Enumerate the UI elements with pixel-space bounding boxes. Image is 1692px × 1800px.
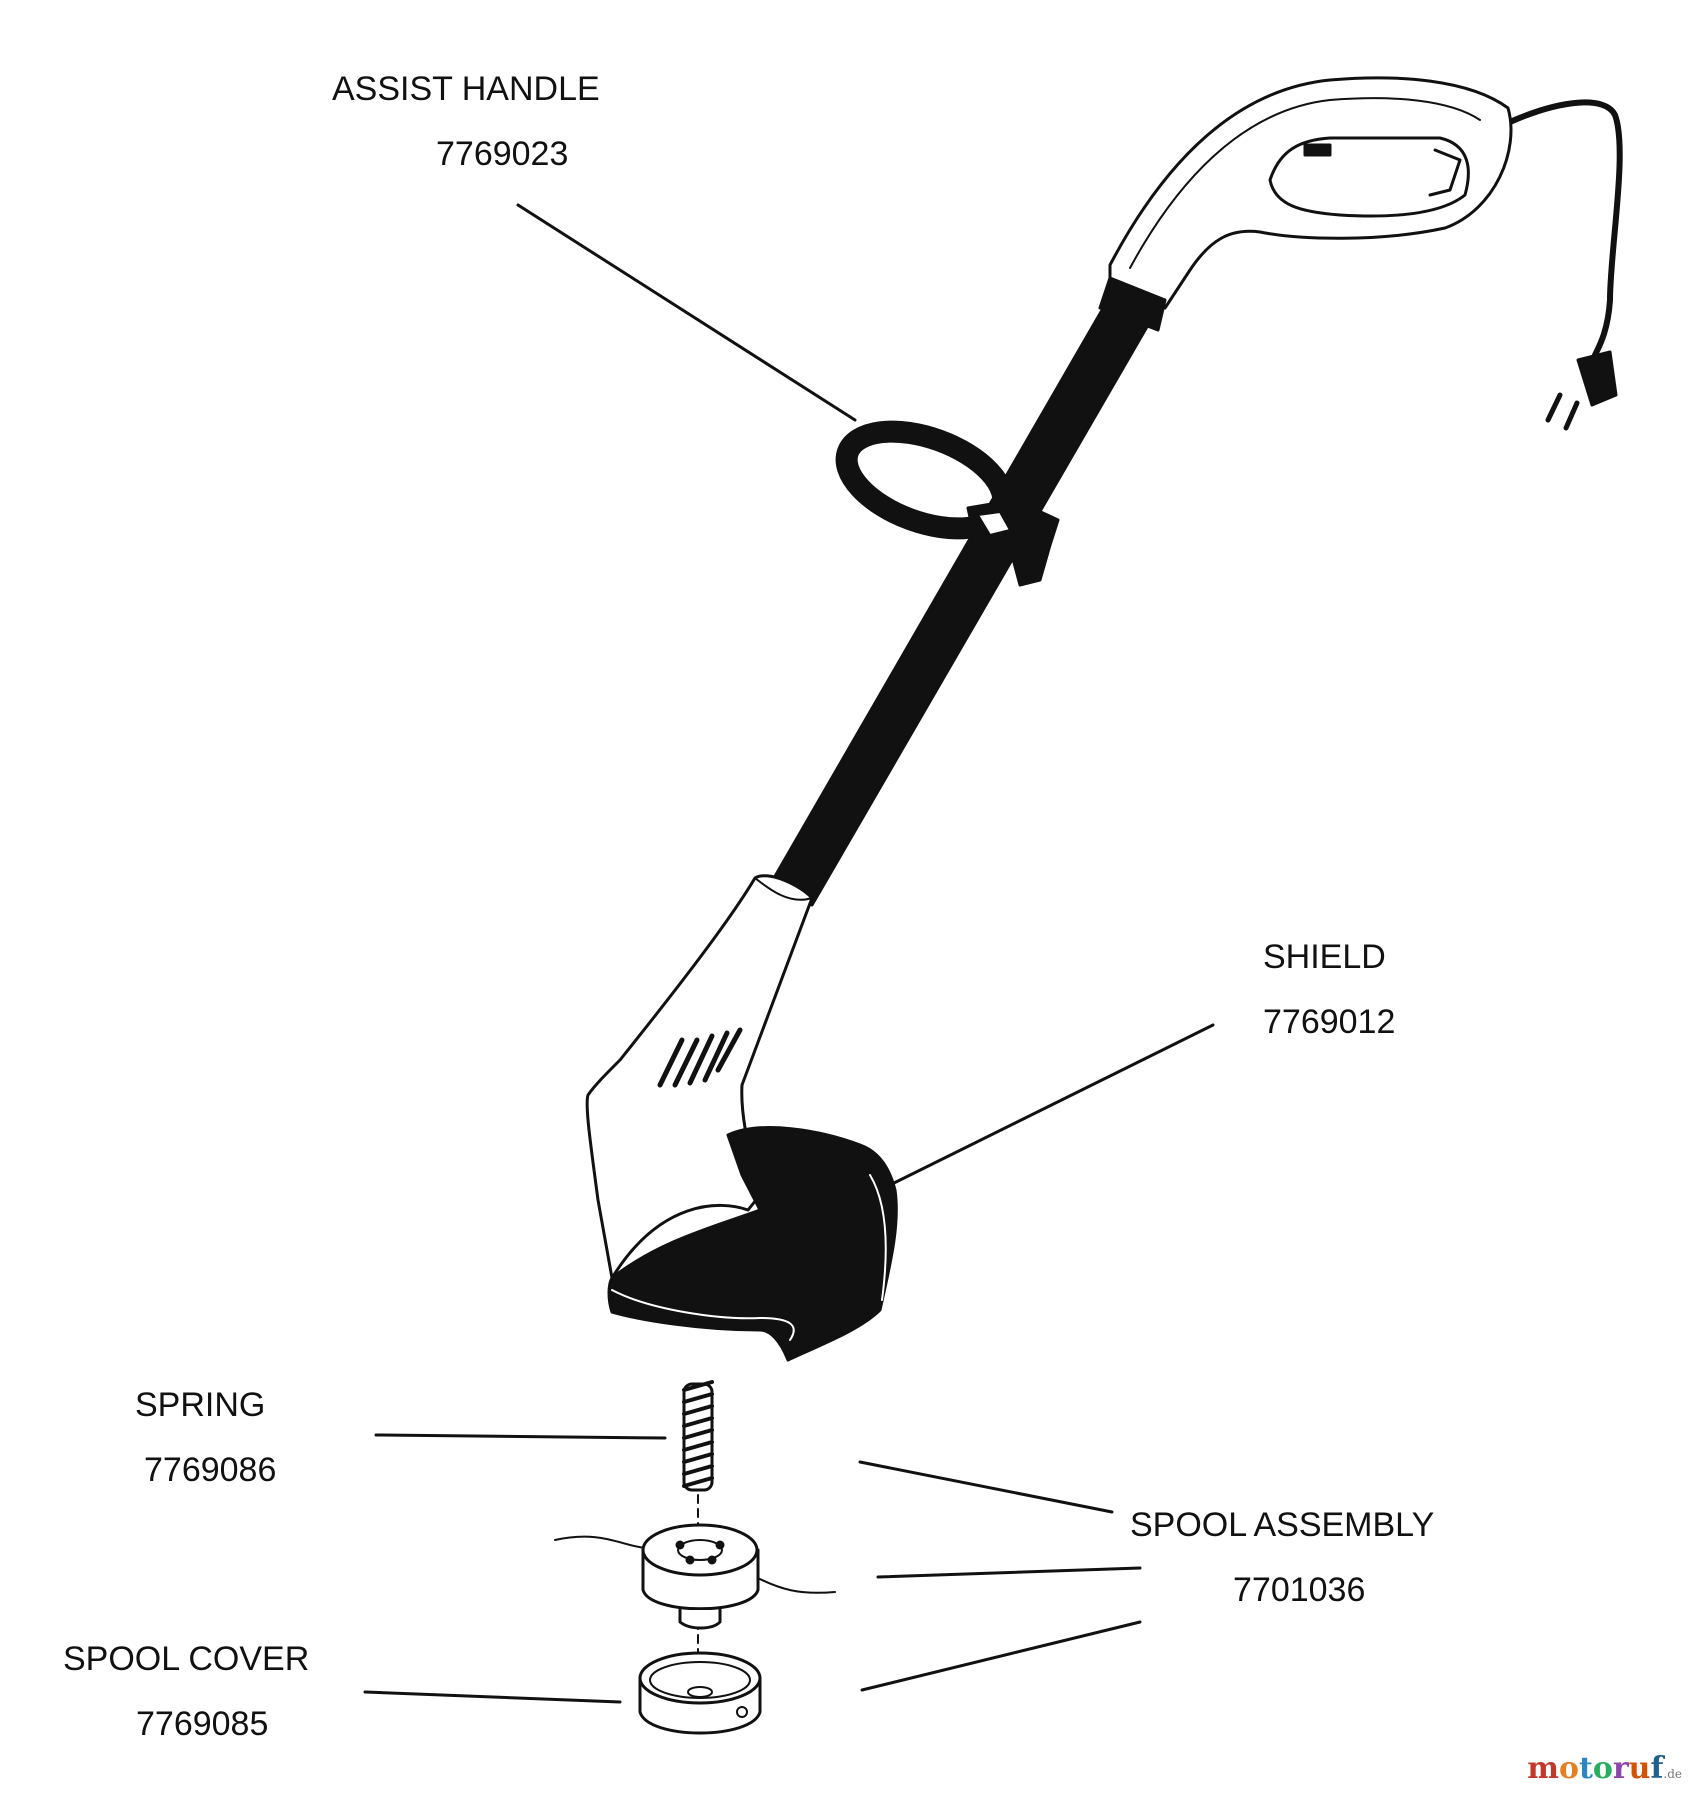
leader-spool-cover (363, 1690, 622, 1704)
watermark-letter: f (1650, 1751, 1664, 1786)
leader-spool-assembly-2 (876, 1566, 1142, 1579)
leader-spool-assembly-3 (860, 1620, 1142, 1692)
spool-assembly-label: SPOOL ASSEMBLY (1130, 1506, 1435, 1544)
spool-cover-number: 7769085 (136, 1705, 269, 1743)
leader-spring (374, 1433, 667, 1440)
spool-cover-label: SPOOL COVER (63, 1640, 310, 1678)
watermark-letter: o (1592, 1751, 1613, 1786)
shield (585, 874, 898, 1362)
power-cord (1507, 99, 1623, 431)
spool-assembly-number: 7701036 (1233, 1571, 1366, 1609)
shield-label: SHIELD (1263, 938, 1386, 976)
spring-number: 7769086 (144, 1451, 277, 1489)
watermark-letter: m (1527, 1751, 1559, 1786)
leader-spool-assembly-1 (858, 1460, 1114, 1514)
watermark-text: motoruf (1527, 1751, 1663, 1786)
spool-cover (638, 1651, 762, 1735)
assist-handle-label: ASSIST HANDLE (332, 70, 600, 108)
spool-assembly (554, 1523, 836, 1630)
leader-shield (888, 1023, 1215, 1187)
watermark-letter: t (1578, 1751, 1593, 1786)
main-handle (1098, 76, 1513, 332)
leader-assist-handle (516, 203, 857, 422)
shield-number: 7769012 (1263, 1003, 1396, 1041)
assist-handle-number: 7769023 (436, 135, 569, 173)
watermark-letter: u (1628, 1751, 1651, 1786)
watermark-suffix: .de (1663, 1767, 1682, 1781)
spring-label: SPRING (135, 1386, 266, 1424)
watermark-letter: r (1612, 1751, 1629, 1786)
leader-lines (363, 203, 1215, 1704)
assist-handle (835, 420, 1060, 587)
spring (682, 1380, 714, 1492)
shaft (768, 303, 1150, 907)
watermark-letter: o (1558, 1751, 1579, 1786)
watermark-logo: motoruf.de (1527, 1751, 1682, 1786)
